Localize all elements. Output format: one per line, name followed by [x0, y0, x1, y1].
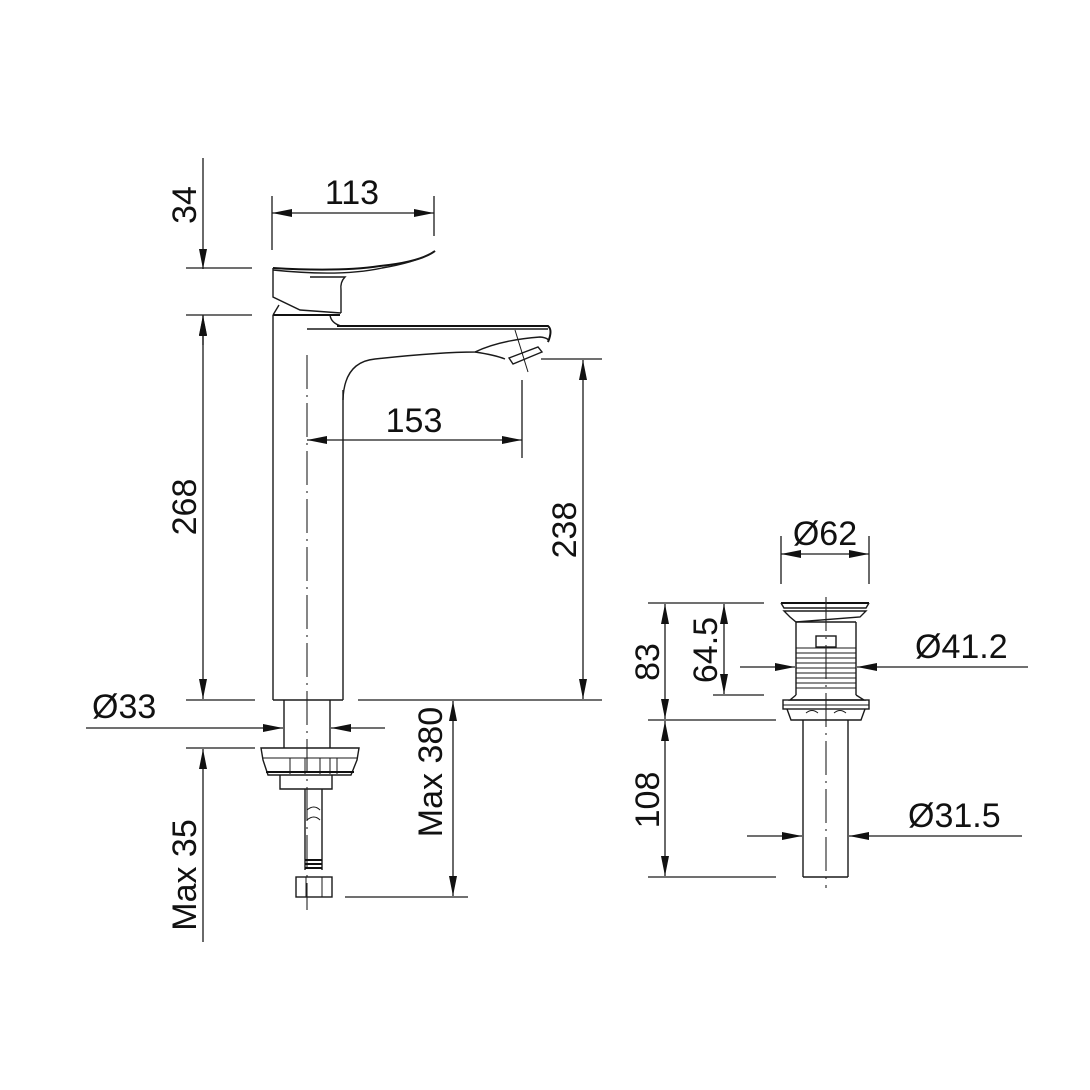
dim-label-113: 113 — [325, 174, 379, 212]
dim-tail-diameter: Ø31.5 — [747, 797, 1022, 840]
dim-handle-length: 113 — [271, 174, 435, 250]
dim-label-max380: Max 380 — [412, 707, 450, 837]
dim-label-max35: Max 35 — [166, 819, 204, 931]
dim-cap-diameter: Ø62 — [780, 515, 870, 584]
dim-label-268: 268 — [166, 479, 204, 536]
dim-label-d41-2: Ø41.2 — [915, 628, 1008, 666]
dim-tail-length: 108 — [629, 721, 776, 878]
dim-body-diameter: Ø33 — [86, 688, 385, 732]
dim-label-83: 83 — [629, 643, 667, 681]
dim-body-height: 268 — [166, 316, 255, 701]
dim-label-238: 238 — [546, 502, 584, 559]
dim-label-153: 153 — [386, 402, 443, 440]
dim-thread-diameter: Ø41.2 — [740, 628, 1028, 671]
dim-handle-height: 34 — [166, 158, 252, 345]
dim-label-34: 34 — [166, 186, 204, 224]
dim-label-108: 108 — [629, 772, 667, 829]
waste-cap — [780, 602, 870, 623]
faucet-body — [272, 314, 552, 701]
dim-spout-reach: 153 — [307, 380, 523, 458]
dim-label-d31-5: Ø31.5 — [908, 797, 1001, 835]
dim-spout-outlet-height: 238 — [358, 358, 602, 701]
waste-drawing: Ø62 83 64.5 Ø41.2 108 — [629, 515, 1028, 888]
dim-waste-total-height: 83 — [629, 602, 776, 721]
dim-max-deck-thickness: Max 35 — [166, 747, 255, 942]
faucet-drawing: 34 113 268 153 238 — [86, 158, 602, 942]
dim-label-d33: Ø33 — [92, 688, 156, 726]
dim-label-64-5: 64.5 — [687, 617, 725, 683]
dim-thread-height: 64.5 — [687, 604, 764, 696]
dim-max-hose-length: Max 380 — [345, 701, 468, 898]
faucet-shank — [260, 700, 360, 898]
handle-lever — [272, 250, 436, 327]
dim-label-d62: Ø62 — [793, 515, 857, 553]
